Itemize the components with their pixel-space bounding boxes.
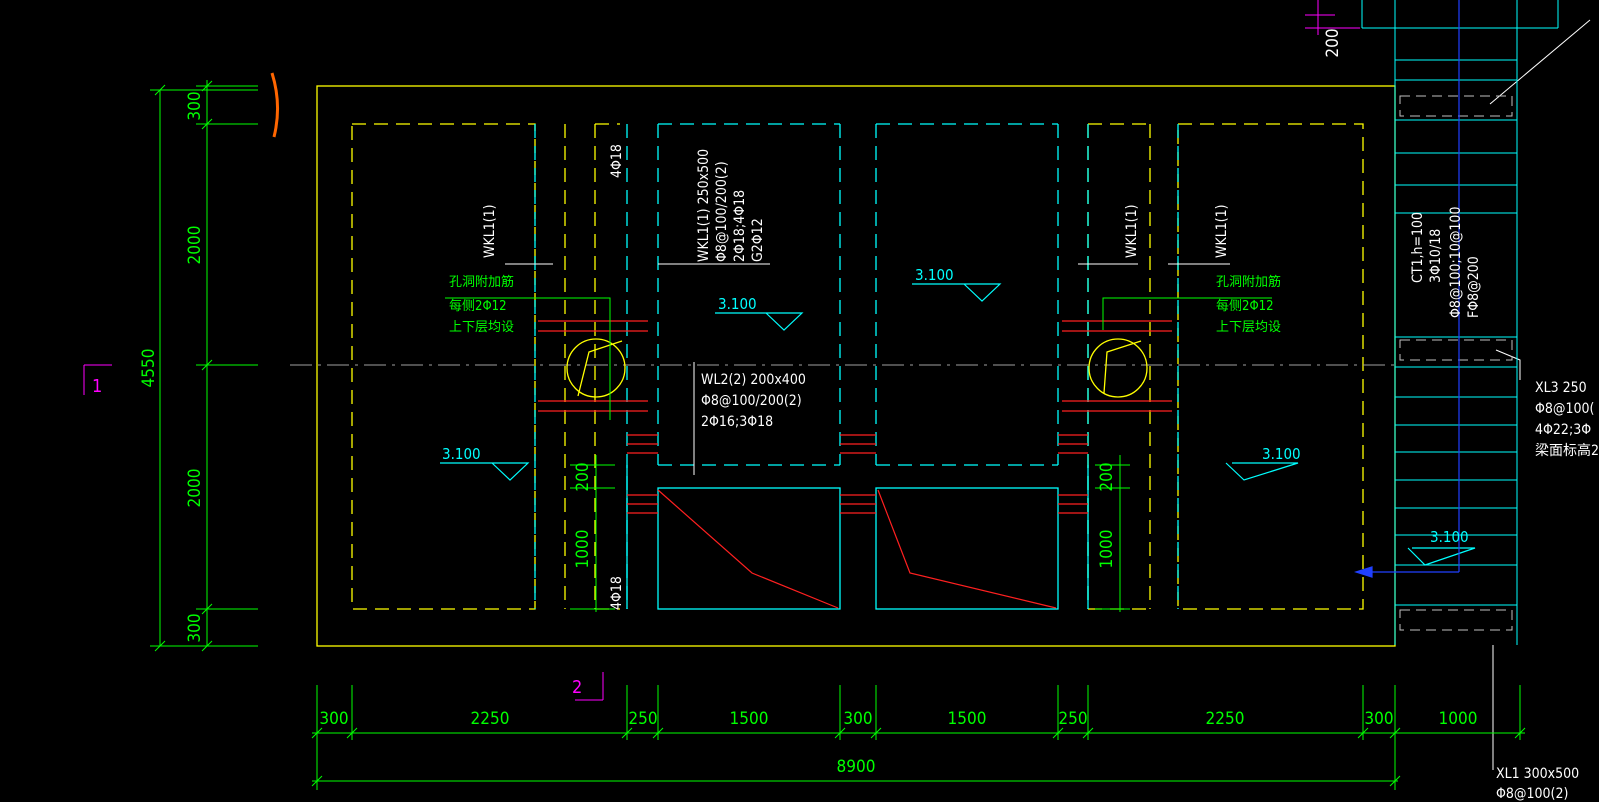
ct1-4: FΦ8@200 (1466, 256, 1482, 318)
hole-left-note-3: 上下层均设 (449, 320, 514, 335)
xl1-1: XL1 300x500 (1496, 766, 1579, 782)
dashed-slab-panels (351, 123, 1364, 610)
wl2-2: Φ8@100/200(2) (701, 393, 802, 409)
dim-l-3: 2000 (185, 469, 205, 508)
wkl-center-3: 2Φ18;4Φ18 (732, 190, 748, 262)
xl3-2: Φ8@100( (1535, 401, 1594, 417)
hole-left-note-1: 孔洞附加筋 (449, 274, 514, 290)
stair-area (1361, 0, 1559, 645)
dim-b-10: 1000 (1439, 709, 1478, 729)
beam-annotations: WKL1(1) 4Φ18 4Φ18 WKL1(1) 250x500 Φ8@100… (482, 144, 1599, 802)
dim-l-total: 4550 (139, 349, 159, 388)
rebar-4f18-top: 4Φ18 (609, 144, 625, 178)
wkl-center-2: Φ8@100/200(2) (714, 161, 730, 262)
hole-left-mark (577, 340, 623, 397)
stair-blue-line (1353, 0, 1460, 578)
wkl-right-2: WKL1(1) (1214, 204, 1230, 258)
ct1-3: Φ8@100;10@100 (1448, 207, 1464, 318)
dim-inner-l-1: 200 (573, 462, 593, 491)
hole-leaders (445, 297, 1272, 420)
xl3-4: 梁面标高2.0 (1535, 442, 1599, 459)
dim-b-4: 1500 (730, 709, 769, 729)
dim-b-3: 250 (628, 709, 657, 729)
break-mark (270, 72, 280, 138)
dim-b-8: 2250 (1206, 709, 1245, 729)
rebar-ticks (538, 320, 1172, 514)
wl2-1: WL2(2) 200x400 (701, 372, 806, 388)
dim-b-7: 250 (1058, 709, 1087, 729)
leader-lines (505, 19, 1591, 770)
dim-b-1: 300 (319, 709, 348, 729)
xl3-3: 4Φ22;3Φ (1535, 422, 1591, 438)
elev-center: 3.100 (718, 295, 757, 313)
axis-markers (83, 364, 604, 701)
opening-marks (657, 489, 1057, 609)
elev-top: 3.100 (915, 266, 954, 284)
inner-dimensions (570, 455, 1130, 612)
dim-inner-l-2: 1000 (573, 530, 593, 569)
wkl-center-4: G2Φ12 (750, 218, 766, 262)
bottom-dimensions (311, 685, 1526, 790)
xl1-2: Φ8@100(2) (1496, 786, 1568, 802)
wkl-right-1: WKL1(1) (1124, 204, 1140, 258)
axis-label-row: 1 (92, 376, 102, 397)
dim-inner-r-2: 1000 (1097, 530, 1117, 569)
elevation-symbols (440, 283, 1476, 566)
bottom-dimension-texts: 300 2250 250 1500 300 1500 250 2250 300 … (319, 709, 1477, 777)
elev-stair: 3.100 (1430, 528, 1469, 546)
top-right-dimension (1305, 0, 1360, 35)
elev-mid-left: 3.100 (442, 445, 481, 463)
elevation-texts: 3.100 3.100 3.100 3.100 3.100 (442, 266, 1469, 546)
round-holes (566, 338, 1148, 398)
slab-outline (316, 85, 1396, 647)
hole-left-note-2: 每侧2Φ12 (449, 298, 507, 314)
rebar-4f18-bottom: 4Φ18 (609, 576, 625, 610)
xl3-1: XL3 250 (1535, 380, 1587, 396)
ct1-2: 3Φ10/18 (1428, 229, 1444, 283)
dim-inner-r-1: 200 (1097, 462, 1117, 491)
dim-b-9: 300 (1364, 709, 1393, 729)
elev-mid-right: 3.100 (1262, 445, 1301, 463)
left-dimension-texts: 300 2000 2000 300 4550 200 1000 200 1000 (139, 91, 1117, 642)
hole-right-note-2: 每侧2Φ12 (1216, 298, 1274, 314)
beam-lines (534, 123, 1179, 610)
dim-l-2: 2000 (185, 226, 205, 265)
wkl-left: WKL1(1) (482, 204, 498, 258)
left-dimensions (150, 80, 258, 652)
dim-top-right: 200 (1323, 28, 1343, 57)
axis-label-column: 2 (572, 677, 582, 698)
wl2-3: 2Φ16;3Φ18 (701, 414, 773, 430)
hole-right-mark (1103, 340, 1142, 394)
stair-dashed (1399, 95, 1513, 631)
hole-right-note-3: 上下层均设 (1216, 320, 1281, 335)
wkl-center-1: WKL1(1) 250x500 (696, 149, 712, 262)
hole-right (1088, 338, 1148, 398)
dim-l-1: 300 (185, 91, 205, 120)
dim-b-6: 1500 (948, 709, 987, 729)
dim-l-4: 300 (185, 613, 205, 642)
hole-left (566, 338, 626, 398)
dim-b-2: 2250 (471, 709, 510, 729)
hole-notes: 孔洞附加筋 每侧2Φ12 上下层均设 孔洞附加筋 每侧2Φ12 上下层均设 (449, 274, 1281, 335)
hole-right-note-1: 孔洞附加筋 (1216, 274, 1281, 290)
dim-b-5: 300 (843, 709, 872, 729)
ct1-1: CT1,h=100 (1410, 212, 1426, 283)
dim-total: 8900 (837, 757, 876, 777)
